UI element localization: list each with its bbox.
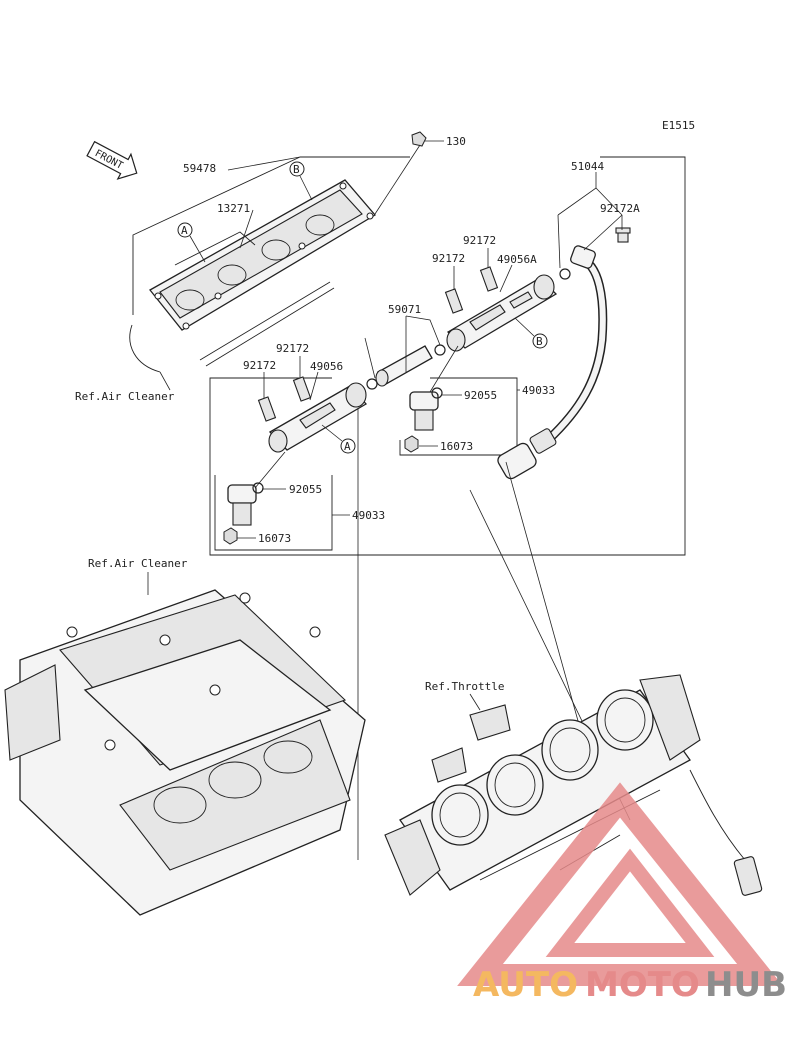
throttle-body bbox=[384, 674, 763, 896]
label-59478: 59478 bbox=[183, 162, 216, 175]
fuel-rail-49056A bbox=[446, 274, 558, 352]
assembly-frame-main bbox=[360, 156, 686, 556]
label-16073-left: 16073 bbox=[258, 532, 291, 545]
callout-a-top: A bbox=[177, 222, 206, 263]
label-92172-left-b: 92172 bbox=[243, 359, 276, 372]
bolt-130 bbox=[374, 131, 427, 215]
label-130: 130 bbox=[446, 135, 466, 148]
watermark-logo: AUTO MOTO HUB bbox=[457, 782, 787, 1005]
label-13271: 13271 bbox=[217, 202, 250, 215]
assembly-frame-cover bbox=[132, 156, 301, 315]
watermark-hub: HUB bbox=[705, 965, 787, 1005]
svg-text:B: B bbox=[536, 335, 543, 348]
assembly-frame-injector-left bbox=[209, 377, 360, 556]
label-49033-right: 49033 bbox=[522, 384, 555, 397]
svg-text:A: A bbox=[181, 224, 188, 237]
label-92172A: 92172A bbox=[600, 202, 640, 215]
fuel-rail-49056 bbox=[268, 382, 368, 453]
figure-code: E1515 bbox=[662, 119, 695, 132]
leader-lines bbox=[147, 140, 631, 860]
label-92172-upper-right: 92172 bbox=[463, 234, 496, 247]
svg-text:A: A bbox=[344, 440, 351, 453]
ref-air-cleaner-bottom: Ref.Air Cleaner bbox=[88, 557, 188, 570]
fuel-hose-51044 bbox=[497, 245, 608, 480]
screw-92172A bbox=[615, 227, 631, 243]
ref-throttle: Ref.Throttle bbox=[425, 680, 504, 693]
svg-text:B: B bbox=[293, 163, 300, 176]
watermark-moto: MOTO bbox=[585, 965, 700, 1005]
label-51044: 51044 bbox=[571, 160, 604, 173]
label-92172-mid-right: 92172 bbox=[432, 252, 465, 265]
seal-13271 bbox=[174, 231, 256, 266]
label-92055-left: 92055 bbox=[289, 483, 322, 496]
injector-cover-59478 bbox=[149, 179, 376, 331]
label-16073-right: 16073 bbox=[440, 440, 473, 453]
label-49056: 49056 bbox=[310, 360, 343, 373]
air-cleaner-hose-top bbox=[129, 281, 335, 391]
label-59071: 59071 bbox=[388, 303, 421, 316]
label-92172-left-a: 92172 bbox=[276, 342, 309, 355]
callout-b-top: B bbox=[289, 161, 313, 201]
injector-left bbox=[223, 482, 264, 545]
label-92055-right: 92055 bbox=[464, 389, 497, 402]
injector-right bbox=[404, 387, 443, 453]
callout-b-rail: B bbox=[514, 317, 548, 349]
joint-pipe-59071 bbox=[366, 344, 446, 390]
air-cleaner-box bbox=[4, 589, 366, 916]
screw-92172-right-a bbox=[479, 266, 499, 292]
callout-a-rail: A bbox=[321, 424, 356, 454]
screw-92172-right-b bbox=[444, 288, 464, 314]
screw-92172-left-b bbox=[257, 396, 277, 422]
screw-92172-left-a bbox=[292, 376, 312, 402]
bracket-49033-left bbox=[214, 475, 333, 551]
ref-air-cleaner-top: Ref.Air Cleaner bbox=[75, 390, 175, 403]
front-arrow-icon: FRONT bbox=[86, 140, 138, 180]
label-49033-left: 49033 bbox=[352, 509, 385, 522]
label-49056A: 49056A bbox=[497, 253, 537, 266]
watermark-auto: AUTO bbox=[473, 965, 578, 1005]
